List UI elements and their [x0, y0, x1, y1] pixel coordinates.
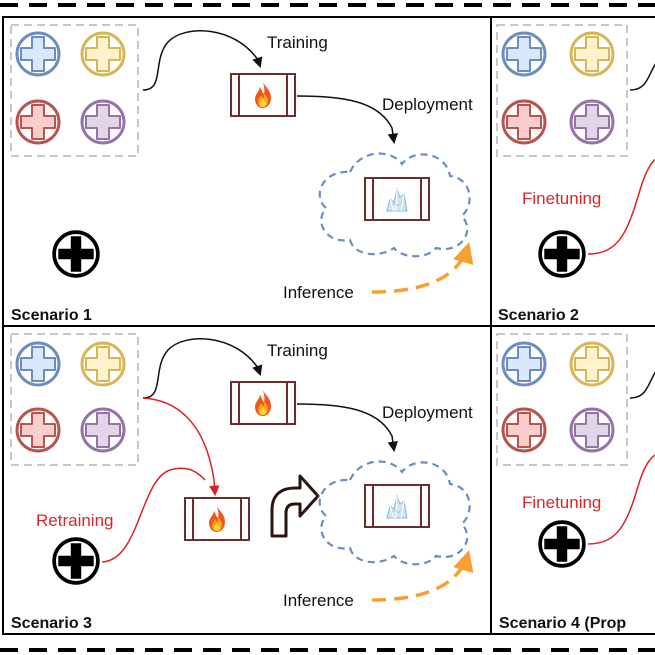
retraining-label: Retraining: [36, 511, 114, 530]
red-plus-icon: [501, 99, 547, 145]
scenario-2: Finetuning Scenario 2: [496, 24, 655, 324]
inference-arrow: [371, 241, 474, 294]
scenario-1: Training Deployment Inference Scenario 1: [10, 24, 474, 324]
blue-plus-icon: [15, 341, 61, 387]
panel-scenario-1: [2, 16, 492, 327]
training-arrow: [142, 338, 263, 399]
deployment-label: Deployment: [382, 95, 473, 114]
red-plus-icon: [501, 407, 547, 453]
inference-label: Inference: [283, 591, 354, 610]
scenario-3-title: Scenario 3: [11, 615, 92, 632]
scenario-4-title: Scenario 4 (Prop: [499, 615, 626, 632]
purple-plus-icon: [569, 99, 615, 145]
yellow-plus-icon: [569, 31, 615, 77]
yellow-plus-icon: [80, 341, 126, 387]
training-label: Training: [267, 33, 328, 52]
new-task-plus-icon: [52, 537, 100, 585]
scenario-3: Training Deployment Retraining Inference…: [10, 333, 474, 632]
training-arrow: [142, 30, 263, 91]
finetuning-label: Finetuning: [522, 493, 601, 512]
red-plus-icon: [15, 99, 61, 145]
inference-label: Inference: [283, 283, 354, 302]
data-to-retrain-arrow: [142, 397, 220, 497]
new-task-plus-icon: [52, 230, 100, 278]
task-group-box: [496, 333, 628, 466]
arrow-stub: [629, 63, 655, 91]
purple-plus-icon: [80, 407, 126, 453]
retraining-arrow: [101, 467, 206, 563]
red-plus-icon: [15, 407, 61, 453]
deployment-arrow: [296, 95, 399, 145]
scenario-1-title: Scenario 1: [11, 307, 92, 324]
panel-scenario-3: [2, 325, 492, 635]
scenario-2-title: Scenario 2: [498, 307, 579, 324]
purple-plus-icon: [80, 99, 126, 145]
blue-plus-icon: [501, 31, 547, 77]
inference-arrow: [371, 549, 474, 602]
deployment-arrow: [296, 403, 399, 453]
purple-plus-icon: [569, 407, 615, 453]
new-task-plus-icon: [538, 520, 586, 568]
finetuning-arrow: [587, 158, 655, 255]
new-task-plus-icon: [538, 230, 586, 278]
trainable-model: [231, 74, 295, 116]
training-label: Training: [267, 341, 328, 360]
frozen-model: [365, 178, 429, 220]
task-group-box: [496, 24, 628, 157]
curved-return-arrow-icon: [270, 474, 320, 538]
blue-plus-icon: [501, 341, 547, 387]
scenario-4: Finetuning Scenario 4 (Prop: [496, 333, 655, 632]
yellow-plus-icon: [80, 31, 126, 77]
frozen-model: [365, 485, 429, 527]
panel-scenario-4: [490, 325, 655, 635]
blue-plus-icon: [15, 31, 61, 77]
deployment-label: Deployment: [382, 403, 473, 422]
arrow-stub: [629, 371, 655, 399]
trainable-model: [231, 382, 295, 424]
finetuning-arrow: [587, 454, 655, 545]
yellow-plus-icon: [569, 341, 615, 387]
retrained-model: [185, 498, 249, 540]
finetuning-label: Finetuning: [522, 189, 601, 208]
